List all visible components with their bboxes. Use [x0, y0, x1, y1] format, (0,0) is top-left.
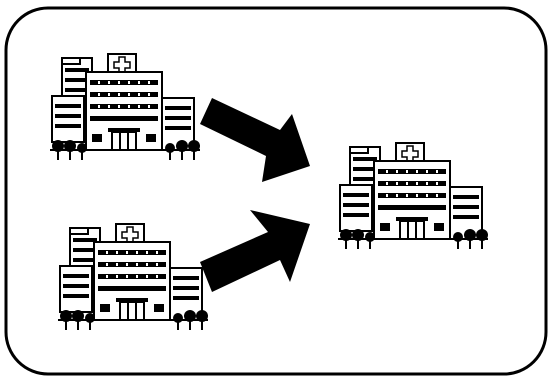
arrow-icon [200, 210, 310, 292]
arrow-icon [200, 98, 310, 182]
